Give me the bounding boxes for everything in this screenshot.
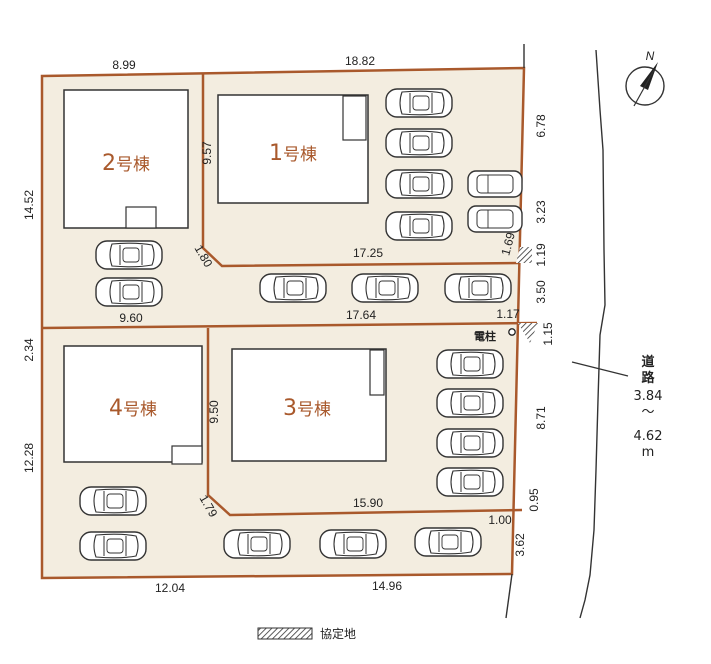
svg-text:1.19: 1.19 [534, 243, 548, 267]
building-4 [63, 345, 203, 463]
agreement-land-hatch-1 [516, 247, 532, 263]
building-2-label: 2号棟 [102, 151, 150, 176]
svg-text:18.82: 18.82 [345, 54, 375, 68]
svg-text:1.17: 1.17 [496, 307, 520, 321]
legend-hatch-swatch [257, 627, 313, 640]
svg-text:路: 路 [641, 370, 655, 386]
svg-text:1.69: 1.69 [498, 231, 518, 257]
utility-pole-marker [508, 328, 516, 336]
building-2-porch [125, 206, 157, 229]
svg-text:N: N [646, 49, 655, 63]
building-1-label: 1号棟 [269, 141, 317, 166]
building-2 [63, 89, 189, 229]
svg-text:0.95: 0.95 [527, 488, 541, 512]
svg-text:3.50: 3.50 [534, 280, 548, 304]
svg-text:12.28: 12.28 [22, 443, 36, 473]
building-1-porch [342, 95, 367, 141]
svg-text:3.84: 3.84 [634, 389, 663, 404]
dimension-labels: 8.99 18.82 6.78 3.23 1.19 3.50 1.15 8.71… [22, 54, 555, 595]
building-4-label: 4号棟 [109, 396, 157, 421]
agreement-land-hatch-2 [518, 323, 538, 343]
svg-text:12.04: 12.04 [155, 581, 185, 595]
svg-text:8.71: 8.71 [534, 406, 548, 430]
building-4-porch [171, 445, 203, 465]
svg-text:道: 道 [641, 354, 654, 370]
building-3-label: 3号棟 [283, 396, 331, 421]
svg-text:17.25: 17.25 [353, 246, 383, 260]
svg-text:9.60: 9.60 [119, 311, 143, 325]
road-label: 道 路 3.84 ～ 4.62 m [634, 354, 663, 460]
legend: 協定地 [257, 626, 356, 641]
svg-text:9.57: 9.57 [200, 141, 214, 165]
building-3 [231, 348, 387, 462]
svg-text:3.62: 3.62 [513, 533, 527, 557]
svg-text:～: ～ [641, 405, 654, 420]
lot-boundaries [41, 74, 538, 517]
road-label-leader [571, 361, 629, 377]
svg-text:協定地: 協定地 [320, 626, 356, 641]
svg-text:17.64: 17.64 [346, 308, 376, 322]
road-edges [505, 44, 606, 619]
svg-text:1.15: 1.15 [541, 322, 555, 346]
svg-text:9.50: 9.50 [207, 400, 221, 424]
svg-text:2.34: 2.34 [22, 338, 36, 362]
utility-pole-label: 電柱 [474, 329, 496, 343]
svg-text:4.62: 4.62 [634, 429, 663, 444]
svg-text:14.96: 14.96 [372, 579, 402, 593]
svg-text:14.52: 14.52 [22, 190, 36, 220]
svg-text:6.78: 6.78 [534, 114, 548, 138]
svg-text:1.00: 1.00 [488, 513, 512, 527]
svg-text:15.90: 15.90 [353, 496, 383, 510]
building-3-porch [369, 349, 385, 396]
north-compass-icon: N [625, 49, 665, 107]
svg-text:3.23: 3.23 [534, 200, 548, 224]
svg-text:m: m [642, 445, 655, 460]
svg-text:8.99: 8.99 [112, 58, 136, 72]
